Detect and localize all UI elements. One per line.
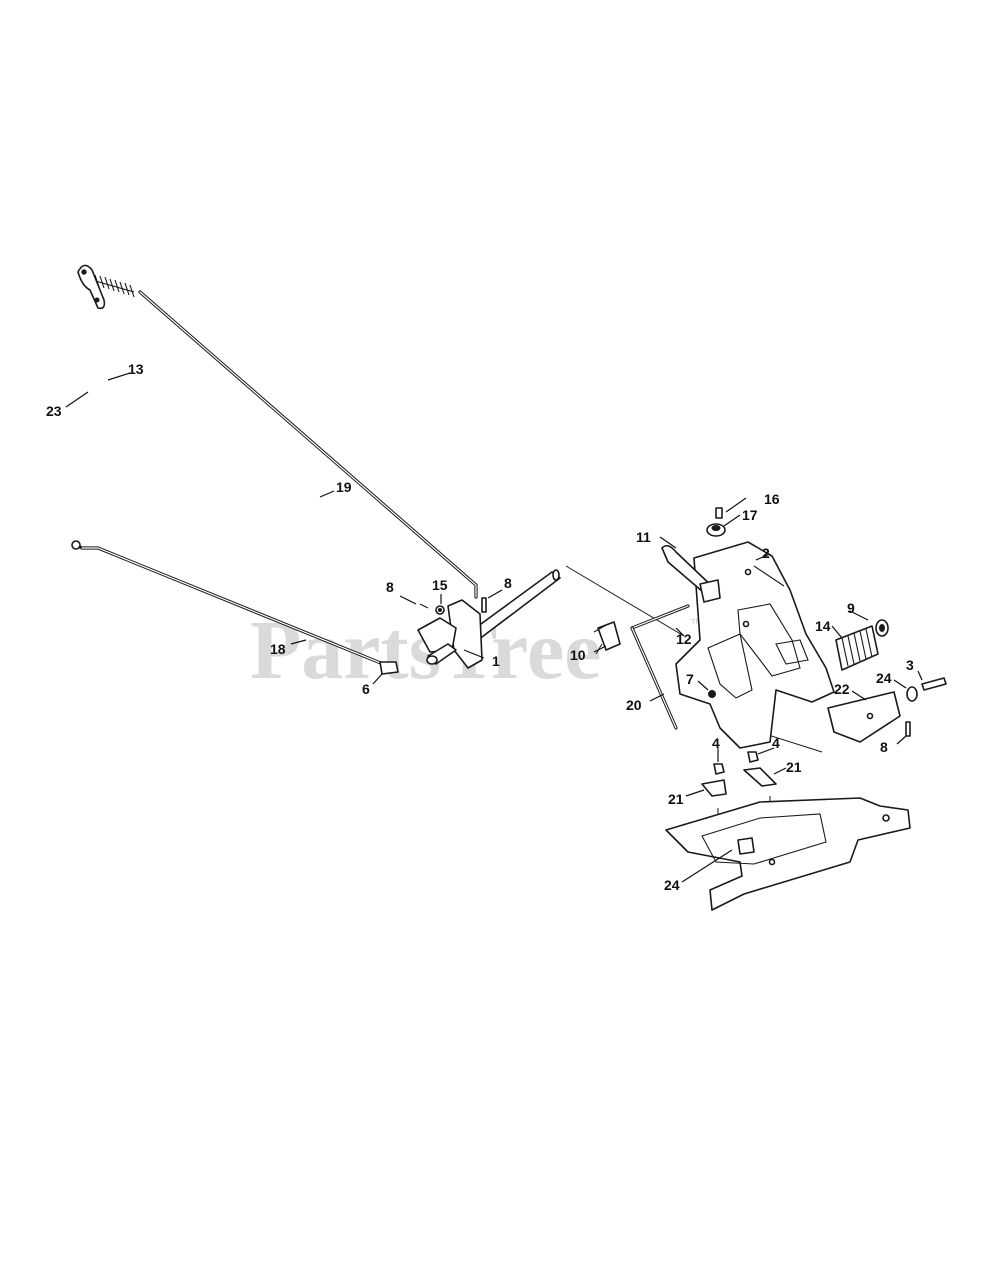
callout-22: 22: [834, 681, 850, 697]
callout-24-right: 24: [876, 670, 892, 686]
callout-4-right: 4: [772, 735, 780, 751]
callout-20: 20: [626, 697, 642, 713]
rod-19-assembly: [77, 264, 478, 599]
callout-2: 2: [762, 545, 770, 561]
callout-6: 6: [362, 681, 370, 697]
clip-21-right: [743, 767, 777, 787]
callout-13: 13: [128, 361, 144, 377]
shaft-bracket-assembly: [417, 569, 561, 669]
pedal-mount-frame-2: [675, 541, 835, 749]
clip-21-left: [701, 779, 727, 797]
arm-15: [417, 617, 457, 653]
callout-4-left: 4: [712, 735, 720, 751]
callout-8-center: 8: [504, 575, 512, 591]
plate-22-assembly: [827, 677, 947, 743]
plate-22: [827, 691, 901, 743]
callout-16: 16: [764, 491, 780, 507]
bolt-3: [921, 677, 947, 691]
bushing-24: [737, 837, 755, 855]
callout-18: 18: [270, 641, 286, 657]
watermark-text: PartsTree: [250, 604, 601, 697]
lever-23: [77, 264, 106, 310]
leader-lines: [65, 372, 923, 883]
callout-11: 11: [636, 529, 651, 545]
callout-7: 7: [686, 671, 694, 687]
callout-8-left: 8: [386, 579, 394, 595]
callout-labels: 13 23 19 8 15 8 1 18 6 16 17 11 2 9 14 1…: [46, 361, 914, 893]
callout-19: 19: [336, 479, 352, 495]
callout-21-right: 21: [786, 759, 802, 775]
callout-21-left: 21: [668, 791, 684, 807]
callout-24-bottom: 24: [664, 877, 680, 893]
rod-18-assembly: [71, 540, 399, 675]
nut-4-right: [747, 751, 759, 763]
pedal-arm-assembly: [593, 507, 726, 730]
pin-8: [905, 721, 911, 737]
callout-1: 1: [492, 653, 500, 669]
watermark: PartsTree ™: [250, 604, 703, 697]
bolt-16: [715, 507, 723, 519]
rod-19: [138, 290, 478, 599]
nut-4-left: [713, 763, 725, 775]
callout-8-right: 8: [880, 739, 888, 755]
callout-15: 15: [432, 577, 448, 593]
callout-17: 17: [742, 507, 758, 523]
base-frame-assembly: [665, 751, 911, 911]
fitting-6: [379, 661, 399, 675]
callout-9: 9: [847, 600, 855, 616]
callout-3: 3: [906, 657, 914, 673]
washer-24: [906, 686, 918, 702]
pedal-pad-assembly: [835, 619, 889, 671]
callout-12: 12: [676, 631, 692, 647]
callout-10: 10: [570, 647, 586, 663]
callout-23: 23: [46, 403, 62, 419]
callout-14: 14: [815, 618, 831, 634]
bracket-10: [597, 621, 621, 651]
